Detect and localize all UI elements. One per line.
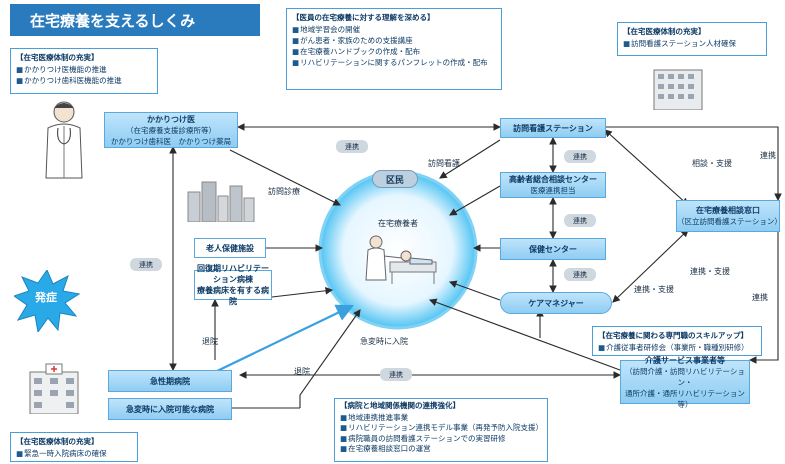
visit-diagnosis-note: 訪問診療	[268, 187, 300, 196]
elderly-center-label: 高齢者総合相談センター	[509, 175, 597, 184]
family-doctor-label: かかりつけ医	[146, 114, 196, 124]
box-heading: 【病院と地域関係機関の連携強化】	[340, 401, 460, 410]
box-item: 地域連携推進事業	[340, 413, 542, 424]
link-badge: 連携	[564, 150, 596, 163]
family-doctor-sub1: （在宅療養支援診療所等）	[126, 125, 216, 135]
home-care-consultation-window-box: 在宅療養相談窓口 （区立訪問看護ステーション）	[676, 200, 782, 232]
consult-support-note: 相談・支援	[692, 159, 732, 168]
staff-box-heading: 【医員の在宅療養に対する理解を深める】	[292, 13, 435, 22]
family-doctor-sub2: かかりつけ歯科医 かかりつけ薬局	[110, 136, 232, 146]
discharge-note: 退院	[294, 367, 310, 376]
elderly-facility-label: 老人保健施設	[206, 243, 254, 253]
home-care-system-box-top-right: 【在宅医療体制の充実】 訪問看護ステーション人材確保	[617, 22, 767, 56]
box-item: 緊急一時入院病床の確保	[16, 448, 132, 459]
hospital-community-collaboration-box: 【病院と地域関係機関の連携強化】 地域連携推進事業 リハビリテーション連携モデル…	[334, 398, 548, 462]
discharge-note: 退院	[202, 337, 218, 346]
professional-skillup-box: 【在宅療養に関わる専門職のスキルアップ】 介護従事者研修会（事業所・職種別研修）	[592, 326, 762, 356]
box-heading: 【在宅療養に関わる専門職のスキルアップ】	[598, 331, 748, 340]
box-item: かかりつけ医機能の推進	[16, 64, 152, 75]
care-provider-item: （訪問介護・訪問リハビリテーション・	[625, 366, 745, 387]
elderly-center-sub: 医療連携担当	[530, 186, 576, 195]
consult-window-label: 在宅療養相談窓口	[696, 206, 760, 215]
box-item: 在宅療養相談窓口の運営	[340, 444, 542, 455]
box-heading: 【在宅医療体制の充実】	[16, 53, 99, 62]
link-badge: 連携	[564, 268, 596, 281]
acute-hospital-label: 急性期病院	[150, 376, 190, 386]
link-support-note: 連携・支援	[690, 267, 730, 276]
family-doctor-box: かかりつけ医 （在宅療養支援診療所等） かかりつけ歯科医 かかりつけ薬局	[104, 112, 238, 148]
box-heading: 【在宅医療体制の充実】	[16, 437, 99, 446]
care-manager-label: ケアマネジャー	[528, 298, 584, 308]
health-center-label: 保健センター	[529, 244, 577, 254]
box-item: 訪問看護ステーション人材確保	[623, 38, 761, 49]
acute-care-hospital-box: 急性期病院	[108, 370, 232, 392]
onset-label: 発症	[35, 291, 57, 304]
elderly-health-facility-box: 老人保健施設	[194, 238, 266, 258]
rehab-hospital-line1: 回復期リハビリテーション病棟	[197, 264, 269, 284]
nursing-station-building-icon	[653, 69, 703, 110]
box-item: 病院職員の訪問看護ステーションでの実習研修	[340, 434, 542, 445]
ward-resident-badge: 区民	[372, 170, 418, 188]
box-item: リハビリテーション連携モデル事業（再発予防入院支援）	[340, 423, 542, 434]
link-note: 連携	[760, 151, 776, 160]
link-support-note: 連携・支援	[634, 285, 674, 294]
care-provider-item: 通所介護・通所リハビリテーション等）	[625, 388, 745, 409]
page-title: 在宅療養を支えるしくみ	[10, 4, 260, 36]
onset-burst-icon	[14, 270, 80, 332]
consult-window-sub: （区立訪問看護ステーション）	[677, 217, 782, 226]
home-care-system-box-bottom-left: 【在宅医療体制の充実】 緊急一時入院病床の確保	[10, 432, 138, 462]
staff-box-item: リハビリテーションに関するパンフレットの作成・配布	[292, 57, 496, 68]
care-service-provider-box: 介護サービス事業者等 （訪問介護・訪問リハビリテーション・ 通所介護・通所リハビ…	[620, 356, 750, 409]
box-item: 介護従事者研修会（事業所・職種別研修）	[598, 342, 756, 353]
visit-nursing-note: 訪問看護	[428, 159, 460, 168]
staff-box-item: がん患者・家族のための支援講座	[292, 35, 496, 46]
staff-box-item: 地域学習会の開催	[292, 24, 496, 35]
patient-care-illustration-icon	[365, 235, 437, 284]
city-buildings-icon	[187, 181, 255, 222]
emergency-admission-hospital-box: 急変時に入院可能な病院	[108, 398, 232, 420]
link-badge: 連携	[130, 258, 162, 271]
visiting-nurse-station-box: 訪問看護ステーション	[500, 118, 606, 138]
box-heading: 【在宅医療体制の充実】	[623, 27, 706, 36]
link-badge: 連携	[380, 368, 412, 381]
emergency-hospital-label: 急変時に入院可能な病院	[126, 404, 214, 414]
care-provider-label: 介護サービス事業者等	[645, 355, 725, 365]
home-patient-label: 在宅療養者	[378, 219, 418, 228]
home-care-system-box-top-left: 【在宅医療体制の充実】 かかりつけ医機能の推進 かかりつけ歯科医機能の推進	[10, 48, 158, 94]
link-badge: 連携	[564, 214, 596, 227]
care-manager-box: ケアマネジャー	[500, 292, 612, 314]
acute-hospital-building-icon	[29, 363, 79, 414]
doctor-icon	[45, 101, 83, 179]
health-center-box: 保健センター	[500, 238, 606, 260]
staff-box-item: 在宅療養ハンドブックの作成・配布	[292, 46, 496, 57]
emergency-admission-note: 急変時に入院	[360, 337, 408, 346]
link-badge: 連携	[336, 140, 368, 153]
elderly-consultation-center-box: 高齢者総合相談センター 医療連携担当	[500, 172, 606, 198]
staff-understanding-box: 【医員の在宅療養に対する理解を深める】 地域学習会の開催 がん患者・家族のための…	[286, 8, 502, 90]
rehab-hospital-line2: 療養病床を有する病院	[197, 286, 269, 306]
visiting-nurse-label: 訪問看護ステーション	[513, 123, 593, 133]
box-item: かかりつけ歯科医機能の推進	[16, 75, 152, 86]
link-note: 連携	[752, 293, 768, 302]
rehab-hospital-box: 回復期リハビリテーション病棟 療養病床を有する病院	[194, 264, 272, 306]
